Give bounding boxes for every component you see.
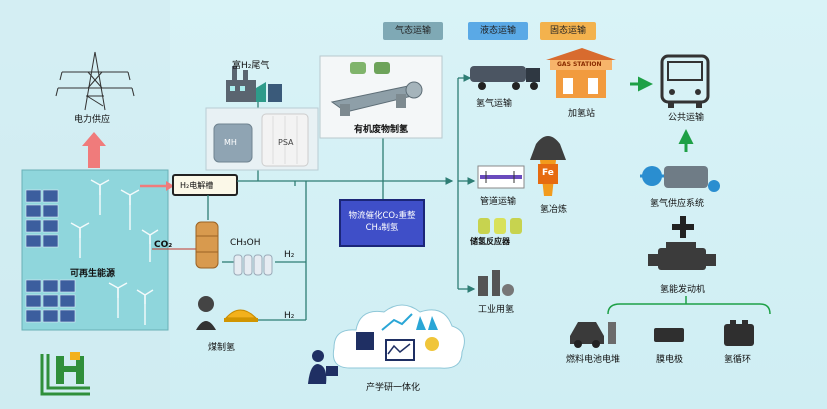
label-rich-h2-gas: 富H₂尾气 bbox=[232, 61, 270, 71]
label-membrane-electrode: 膜电极 bbox=[656, 355, 684, 365]
tag-solid-transport: 固态运输 bbox=[540, 22, 596, 40]
label-industrial-h2: 工业用氢 bbox=[478, 305, 515, 315]
hydrogen-cycle-icon bbox=[724, 320, 754, 346]
power-arrow bbox=[82, 132, 106, 168]
label-h2-engine: 氢能发动机 bbox=[660, 285, 706, 295]
label-gas-transport: 氢气运输 bbox=[476, 99, 513, 109]
label-public-transport: 公共运输 bbox=[668, 113, 705, 123]
power-tower-icon bbox=[55, 51, 135, 111]
storage-tanks bbox=[205, 107, 319, 171]
bus-icon bbox=[660, 54, 710, 108]
label-renewables: 可再生能源 bbox=[70, 269, 116, 279]
label-organic-waste: 有机废物制氢 bbox=[354, 125, 409, 135]
catalysis-box bbox=[339, 199, 425, 247]
membrane-electrode-icon bbox=[654, 328, 684, 342]
logo-icon bbox=[40, 352, 90, 396]
plus-icon bbox=[672, 216, 694, 238]
label-psa: PSA bbox=[278, 138, 294, 147]
label-coal-h2: 煤制氢 bbox=[208, 343, 236, 353]
power-link-head bbox=[166, 181, 174, 191]
pipeline-icon bbox=[477, 165, 525, 189]
fuel-cell-icon bbox=[570, 322, 616, 348]
storage-reactor-icon bbox=[478, 218, 522, 234]
methanol-tanks bbox=[233, 254, 273, 276]
engine-icon bbox=[648, 242, 716, 270]
label-fuel-cell: 燃料电池电堆 bbox=[566, 355, 621, 365]
industry-academia-cloud bbox=[332, 304, 465, 369]
synthesis-reactor-icon bbox=[195, 221, 219, 269]
gas-station-icon bbox=[546, 48, 616, 98]
label-gas-station-sign: GAS STATION bbox=[557, 61, 602, 68]
industrial-plant-icon bbox=[478, 270, 514, 296]
electrolyzer-box bbox=[172, 174, 238, 196]
metallurgy-icon bbox=[530, 136, 566, 196]
label-h2-methanol: H₂ bbox=[284, 250, 295, 260]
label-h2-coal: H₂ bbox=[284, 311, 295, 321]
organic-waste-plant bbox=[319, 55, 443, 139]
label-ch3oh: CH₃OH bbox=[230, 238, 261, 248]
label-fe: Fe bbox=[542, 168, 554, 178]
tag-gas-transport: 气态运输 bbox=[383, 22, 443, 40]
label-h2-cycle: 氢循环 bbox=[724, 355, 752, 365]
label-station: 加氢站 bbox=[568, 109, 596, 119]
label-h2-electrolyzer: H₂电解槽 bbox=[180, 181, 214, 190]
label-catalysis: 物流催化CO₂重整CH₄制氢 bbox=[348, 211, 416, 233]
label-pipeline: 管道运输 bbox=[480, 197, 517, 207]
bottom-bracket bbox=[607, 303, 771, 315]
label-supply-system: 氢气供应系统 bbox=[650, 199, 705, 209]
label-power-supply: 电力供应 bbox=[74, 115, 111, 125]
factory-icon bbox=[226, 66, 282, 102]
researcher-icon bbox=[308, 350, 338, 384]
label-storage-reactor: 储氢反应器 bbox=[470, 237, 510, 246]
label-co2: CO₂ bbox=[154, 240, 173, 250]
truck-icon bbox=[470, 66, 540, 90]
supply-system-icon bbox=[640, 166, 720, 192]
label-mh: MH bbox=[224, 138, 237, 147]
coal-miner-icon bbox=[196, 296, 258, 330]
renewable-panel bbox=[21, 169, 169, 331]
label-h2-metallurgy: 氢冶炼 bbox=[540, 205, 568, 215]
label-industry-academia: 产学研一体化 bbox=[366, 383, 421, 393]
tag-liquid-transport: 液态运输 bbox=[468, 22, 528, 40]
